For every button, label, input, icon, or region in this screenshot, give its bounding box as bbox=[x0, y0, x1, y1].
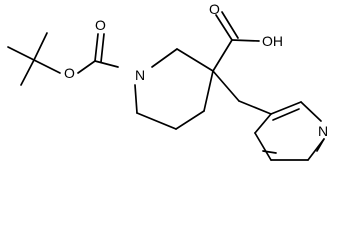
bond-c5-to-c6 bbox=[136, 112, 177, 130]
bond-c6-to-n bbox=[134, 84, 138, 114]
tert-butyl-group bbox=[7, 32, 61, 86]
bond-carbonyl-c-to-n bbox=[94, 60, 119, 68]
bond-o-to-carbonyl-c bbox=[77, 60, 96, 74]
bond-ch2-to-pyridine bbox=[238, 100, 272, 115]
bond-acid-c-o-double-2 bbox=[221, 11, 239, 39]
molecule-drawing: O O N O OH N bbox=[7, 1, 328, 161]
bond-c3-to-acid-c bbox=[212, 39, 233, 72]
bond-c4-to-c5 bbox=[175, 110, 205, 130]
acid-hydroxyl-label: OH bbox=[262, 33, 283, 49]
bond-carbonyl-c-o-double-1 bbox=[94, 33, 99, 62]
bond-py-c3-c2 bbox=[270, 101, 302, 115]
bond-py-n-c6-inner bbox=[316, 138, 325, 152]
bond-quaternary-to-o bbox=[33, 59, 61, 74]
bond-acid-c-to-oh bbox=[231, 39, 260, 42]
atom-labels: O O N O OH N bbox=[64, 1, 328, 139]
pyridine-nitrogen-label: N bbox=[318, 123, 328, 139]
bond-c2-to-c3 bbox=[176, 48, 214, 72]
bond-py-c4-c3 bbox=[254, 113, 272, 134]
ester-carbonyl-oxygen-label: O bbox=[95, 17, 106, 33]
bond-methyl-1 bbox=[7, 46, 35, 61]
piperidine-nitrogen-label: N bbox=[135, 67, 145, 83]
carboxylic-acid-group bbox=[212, 11, 260, 72]
bond-py-c2-to-n bbox=[300, 101, 322, 122]
bond-py-c5-c4 bbox=[254, 132, 272, 161]
bond-methyl-3 bbox=[33, 32, 48, 61]
bond-c3-to-c4 bbox=[203, 70, 214, 112]
chemical-structure-diagram: O O N O OH N bbox=[7, 1, 329, 161]
bond-py-c3-c2-inner bbox=[272, 108, 300, 121]
boc-carbamate bbox=[77, 33, 119, 74]
bond-py-c5-c4-inner bbox=[262, 150, 277, 154]
carbamate-oxygen-label: O bbox=[64, 65, 75, 81]
bond-carbonyl-c-o-double-2 bbox=[100, 33, 105, 63]
methylene-linker bbox=[212, 70, 272, 115]
piperidine-ring bbox=[134, 48, 214, 130]
bond-acid-c-o-double-1 bbox=[215, 14, 233, 41]
pyridine-ring bbox=[254, 101, 325, 161]
acid-carbonyl-oxygen-label: O bbox=[209, 1, 220, 17]
bond-n-to-c2 bbox=[151, 48, 178, 68]
bond-c3-to-ch2 bbox=[212, 70, 240, 102]
bond-methyl-2 bbox=[20, 59, 35, 86]
